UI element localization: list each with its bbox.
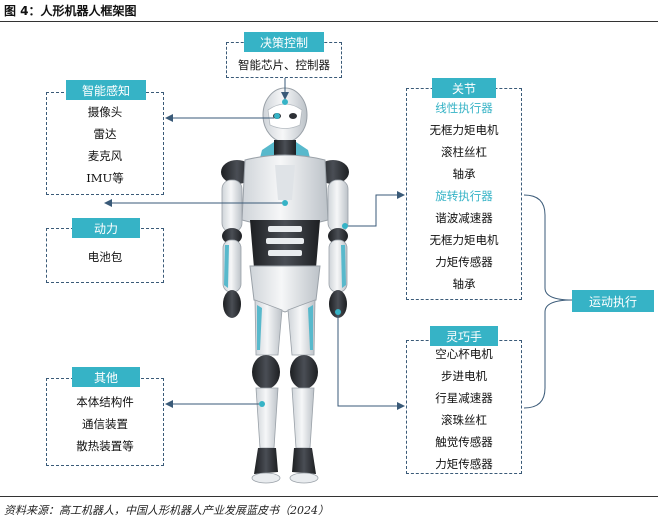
hand-item: 空心杯电机 <box>435 347 493 361</box>
joint-subheading-linear: 线性执行器 <box>435 101 493 115</box>
joint-subheading-rotary: 旋转执行器 <box>435 189 493 203</box>
top-divider <box>0 21 658 22</box>
perception-tag: 智能感知 <box>66 80 146 100</box>
connector-joint <box>342 191 405 229</box>
joint-box: 线性执行器 无框力矩电机 滚柱丝杠 轴承 旋转执行器 谐波减速器 无框力矩电机 … <box>406 88 522 300</box>
other-item: 散热装置等 <box>76 439 134 453</box>
joint-tag: 关节 <box>432 78 496 98</box>
connector-perception <box>165 113 280 122</box>
connector-decision <box>281 78 289 105</box>
joint-item: 力矩传感器 <box>435 255 493 269</box>
hand-item: 步进电机 <box>441 369 487 383</box>
joint-item: 谐波减速器 <box>435 211 493 225</box>
power-tag: 动力 <box>72 218 140 238</box>
other-item: 通信装置 <box>82 417 128 431</box>
other-box: 本体结构件 通信装置 散热装置等 <box>46 378 164 466</box>
joint-item: 无框力矩电机 <box>429 233 499 247</box>
motion-execution-tag: 运动执行 <box>572 290 654 312</box>
other-item: 本体结构件 <box>76 395 134 409</box>
perception-item: 雷达 <box>93 127 117 141</box>
perception-item: IMU等 <box>86 171 124 185</box>
decision-item: 智能芯片、控制器 <box>238 58 330 72</box>
bracket-motion <box>523 194 573 409</box>
connector-power <box>104 199 288 207</box>
power-item: 电池包 <box>87 250 123 264</box>
hand-item: 滚珠丝杠 <box>441 413 487 427</box>
hand-item: 行星减速器 <box>435 391 493 405</box>
dexterous-hand-tag: 灵巧手 <box>430 326 498 346</box>
hand-item: 触觉传感器 <box>435 435 493 449</box>
power-box: 电池包 <box>46 228 164 283</box>
perception-item: 麦克风 <box>87 149 123 163</box>
connector-hand <box>335 309 405 410</box>
connector-other <box>165 400 265 408</box>
joint-item: 轴承 <box>452 277 476 291</box>
perception-box: 摄像头 雷达 麦克风 IMU等 <box>46 92 164 195</box>
figure-title: 图 4：人形机器人框架图 <box>4 4 137 18</box>
hand-item: 力矩传感器 <box>435 457 493 471</box>
source-note: 资料来源：高工机器人，中国人形机器人产业发展蓝皮书（2024） <box>4 504 329 517</box>
bottom-divider <box>0 496 658 497</box>
joint-item: 轴承 <box>452 167 476 181</box>
perception-item: 摄像头 <box>87 105 123 119</box>
dexterous-hand-box: 空心杯电机 步进电机 行星减速器 滚珠丝杠 触觉传感器 力矩传感器 <box>406 340 522 474</box>
decision-control-tag: 决策控制 <box>244 32 324 52</box>
other-tag: 其他 <box>72 367 140 387</box>
joint-item: 滚柱丝杠 <box>441 145 487 159</box>
joint-item: 无框力矩电机 <box>429 123 499 137</box>
humanoid-robot-illustration <box>221 87 349 484</box>
